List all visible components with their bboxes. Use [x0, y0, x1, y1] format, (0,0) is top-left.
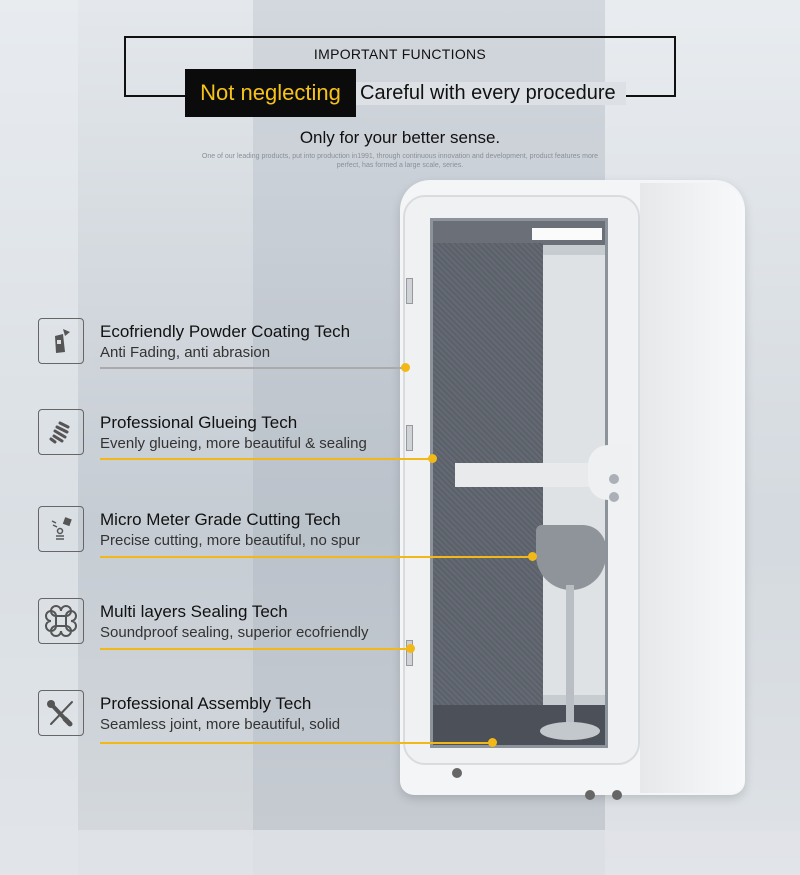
stool-seat	[536, 525, 606, 590]
wheel	[612, 790, 622, 800]
ceiling-light	[532, 228, 602, 240]
feature-title: Multi layers Sealing Tech	[100, 602, 288, 621]
feature-subtitle: Precise cutting, more beautiful, no spur	[100, 532, 361, 549]
callout-dot	[428, 454, 437, 463]
hinge	[406, 640, 413, 666]
feature-subtitle: Seamless joint, more beautiful, solid	[100, 716, 341, 733]
wheel	[452, 768, 462, 778]
callout-line	[100, 742, 492, 744]
feature-title: Ecofriendly Powder Coating Tech	[100, 322, 351, 341]
door-handle	[588, 445, 632, 500]
description: One of our leading products, put into pr…	[201, 153, 599, 169]
header-title: IMPORTANT FUNCTIONS	[313, 46, 487, 62]
callout-dot	[406, 644, 415, 653]
feature-subtitle: Soundproof sealing, superior ecofriendly	[100, 624, 369, 641]
hinge	[406, 278, 413, 304]
callout-dot	[401, 363, 410, 372]
feature-title: Professional Assembly Tech	[100, 694, 312, 713]
wrench-screwdriver-icon	[38, 690, 84, 736]
glue-tube-icon	[38, 409, 84, 455]
feature-subtitle: Anti Fading, anti abrasion	[100, 344, 271, 361]
wheel	[585, 790, 595, 800]
tagline: Careful with every procedure	[356, 82, 626, 105]
callout-line	[100, 458, 432, 460]
feature-title: Professional Glueing Tech	[100, 413, 298, 432]
command-knot-icon	[38, 598, 84, 644]
subtitle: Only for your better sense.	[299, 128, 501, 147]
floor-band	[0, 830, 800, 875]
desk-shelf	[455, 463, 590, 487]
laser-cutting-icon	[38, 506, 84, 552]
spray-can-icon	[38, 318, 84, 364]
callout-dot	[488, 738, 497, 747]
hinge	[406, 425, 413, 451]
feature-subtitle: Evenly glueing, more beautiful & sealing	[100, 435, 367, 452]
callout-dot	[528, 552, 537, 561]
callout-line	[100, 367, 405, 369]
callout-line	[100, 556, 532, 558]
callout-line	[100, 648, 410, 650]
highlight-label: Not neglecting	[185, 69, 356, 117]
feature-title: Micro Meter Grade Cutting Tech	[100, 510, 341, 529]
